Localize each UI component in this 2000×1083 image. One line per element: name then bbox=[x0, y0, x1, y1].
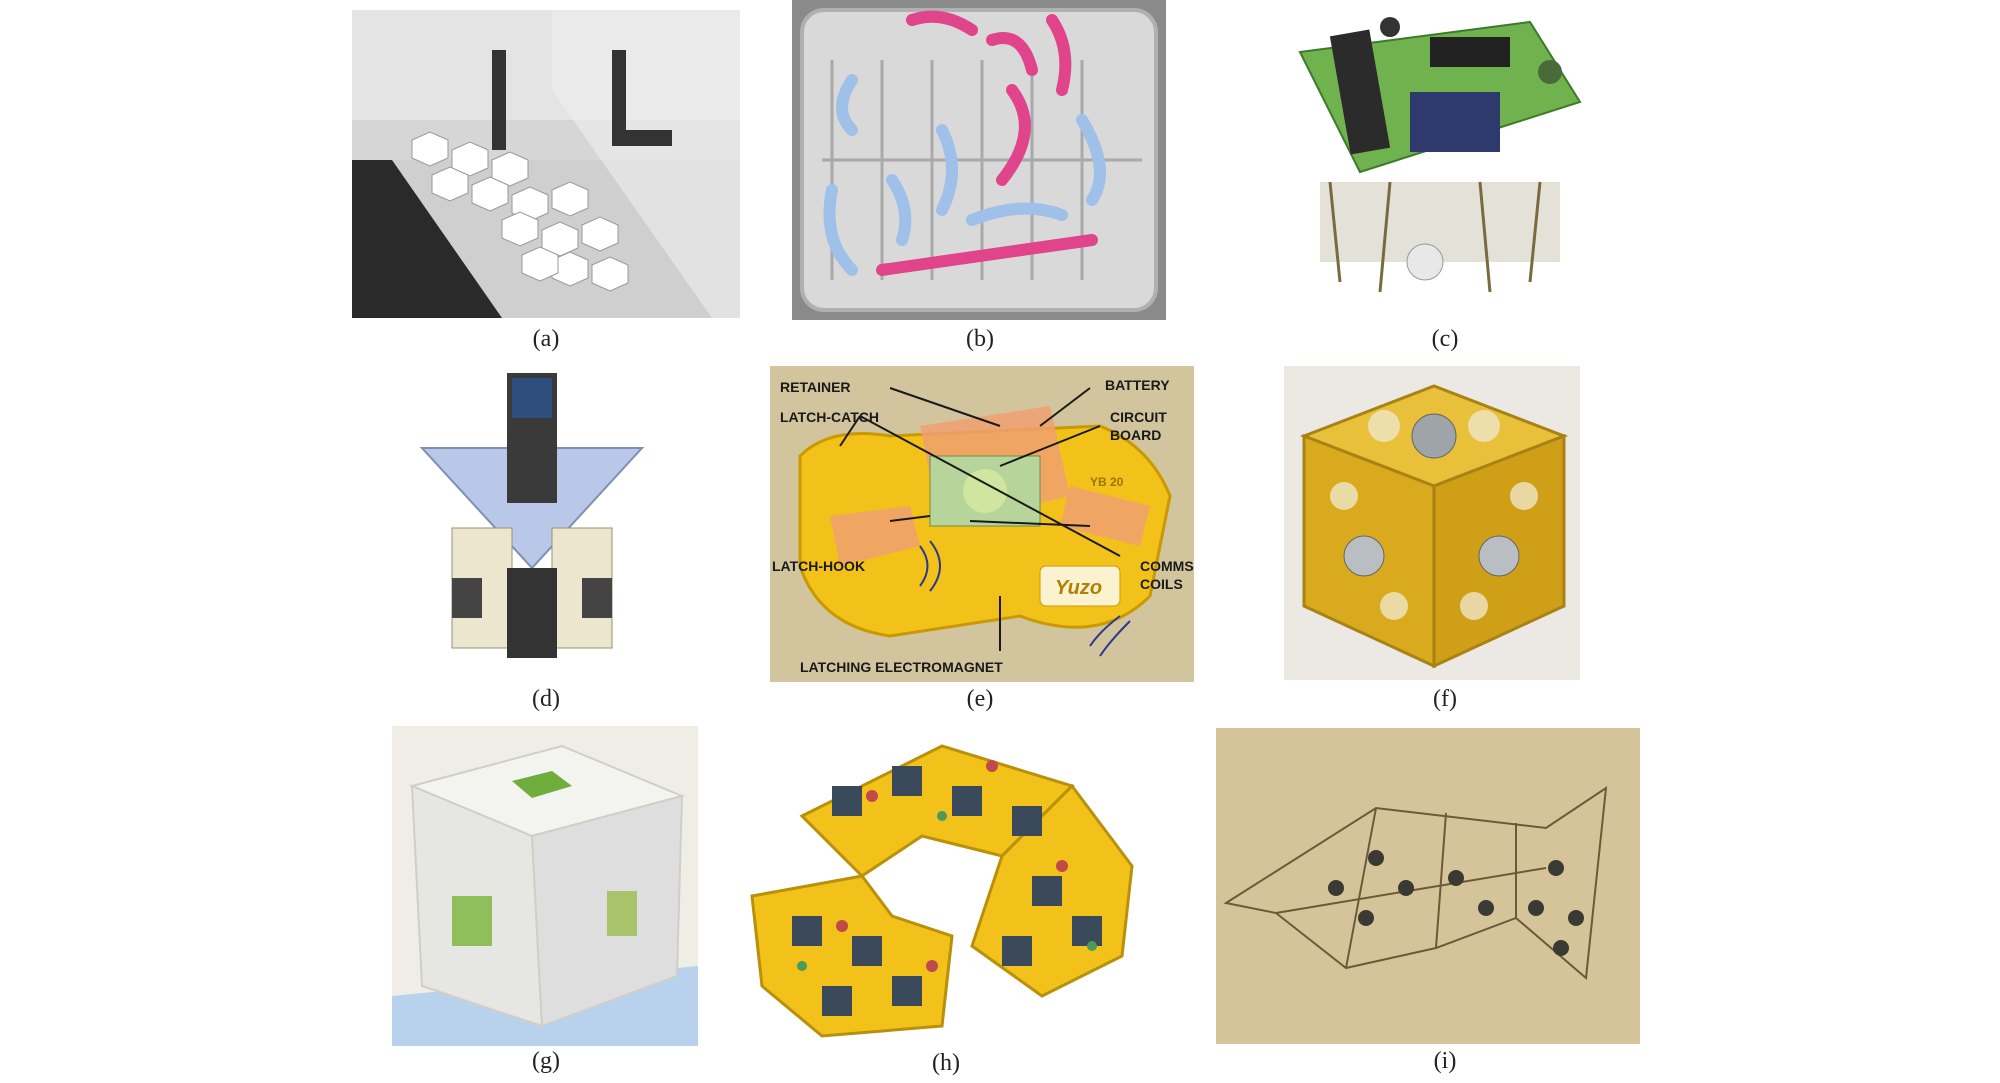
panel-a-photo bbox=[352, 10, 740, 318]
panel-b-photo bbox=[792, 0, 1166, 320]
panel-d-photo bbox=[412, 368, 652, 672]
panel-h-photo bbox=[742, 726, 1146, 1048]
caption-f: (f) bbox=[1433, 686, 1457, 712]
label-board: BOARD bbox=[1110, 427, 1161, 443]
caption-h: (h) bbox=[932, 1050, 960, 1076]
yuzo-label: Yuzo bbox=[1055, 577, 1102, 599]
label-comms: COMMS bbox=[1140, 558, 1194, 574]
label-coils: COILS bbox=[1140, 576, 1183, 592]
label-latch-catch: LATCH-CATCH bbox=[780, 409, 879, 425]
yb-label: YB 20 bbox=[1090, 475, 1124, 489]
caption-a: (a) bbox=[532, 326, 560, 352]
panel-e-photo: Yuzo YB 20 RETAINER BATTERY LATCH-CATCH … bbox=[770, 366, 1194, 682]
caption-e: (e) bbox=[966, 686, 994, 712]
caption-c: (c) bbox=[1431, 326, 1459, 352]
label-retainer: RETAINER bbox=[780, 379, 851, 395]
label-circuit: CIRCUIT bbox=[1110, 409, 1167, 425]
panel-f-photo bbox=[1284, 366, 1580, 680]
caption-b: (b) bbox=[966, 326, 994, 352]
caption-i: (i) bbox=[1433, 1048, 1457, 1074]
label-latch-hook: LATCH-HOOK bbox=[772, 558, 865, 574]
label-latching-electromagnet: LATCHING ELECTROMAGNET bbox=[800, 659, 1003, 675]
panel-g-photo bbox=[392, 726, 698, 1046]
label-battery: BATTERY bbox=[1105, 377, 1170, 393]
caption-d: (d) bbox=[532, 686, 560, 712]
caption-g: (g) bbox=[532, 1048, 560, 1074]
panel-c-photo bbox=[1280, 12, 1588, 312]
panel-i-photo bbox=[1216, 728, 1640, 1044]
